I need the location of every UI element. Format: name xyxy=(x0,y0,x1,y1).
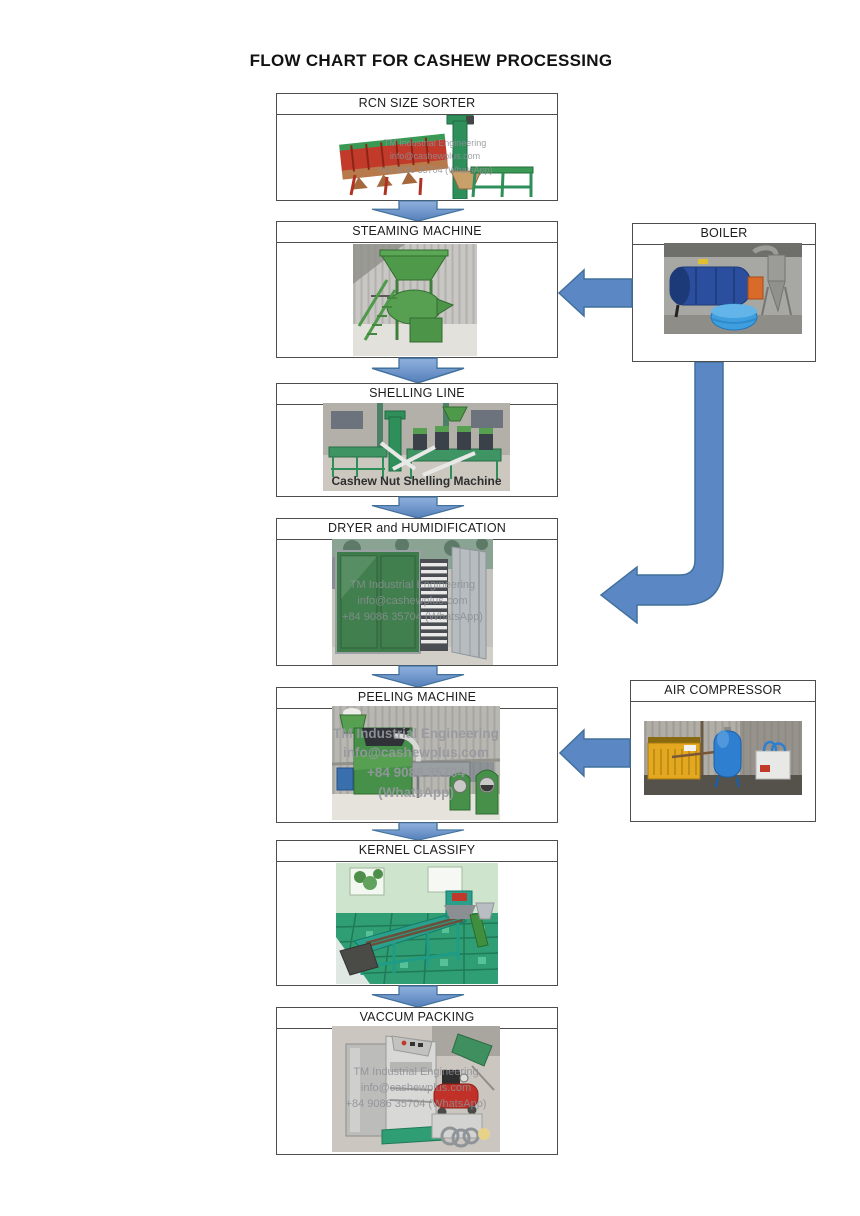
shelling-caption: Cashew Nut Shelling Machine xyxy=(331,474,502,488)
stairs xyxy=(357,279,397,341)
steaming-machine-photo xyxy=(353,244,477,356)
step-title-kernel-classify: KERNEL CLASSIFY xyxy=(277,841,557,862)
grading-table xyxy=(353,912,468,975)
side-box-boiler: BOILER xyxy=(632,223,816,362)
sorter-drum xyxy=(339,133,449,190)
step-box-vaccum-packing: VACCUM PACKING xyxy=(276,1007,558,1155)
green-rack xyxy=(451,1033,493,1067)
screw-compressor xyxy=(647,737,701,780)
shelling-line-photo: Cashew Nut Shelling Machine xyxy=(323,403,510,491)
air-compressor-photo xyxy=(644,721,802,795)
peeling-machine-photo: TM Industrial Engineering info@cashewplu… xyxy=(332,706,500,820)
air-dryer-unit xyxy=(755,740,791,780)
vaccum-packing-illustration xyxy=(332,1026,500,1152)
down-arrow-4 xyxy=(371,665,465,688)
left-table xyxy=(328,446,388,477)
left-window xyxy=(349,867,385,896)
kernel-classify-illustration xyxy=(336,863,498,984)
vaccum-packing-photo: TM Industrial Engineering info@cashewplu… xyxy=(332,1026,500,1152)
side-panel xyxy=(345,1043,387,1137)
cyclone xyxy=(752,245,792,316)
rcn-size-sorter-photo: TM Industrial Engineering info@cashewplu… xyxy=(335,115,535,199)
down-arrow-5 xyxy=(371,822,465,841)
sorter-legs xyxy=(349,174,423,196)
compressor-to-peeling-arrow xyxy=(558,728,631,778)
step-title-dryer-humidification: DRYER and HUMIDIFICATION xyxy=(277,519,557,540)
dryer-illustration xyxy=(332,539,493,665)
page-title: FLOW CHART FOR CASHEW PROCESSING xyxy=(249,51,613,70)
down-arrow-1 xyxy=(371,200,465,222)
steaming-machine-illustration xyxy=(353,244,477,356)
down-arrow-2 xyxy=(371,357,465,384)
discharge-chute xyxy=(339,942,379,976)
step-title-rcn-size-sorter: RCN SIZE SORTER xyxy=(277,94,557,115)
red-compressor xyxy=(433,1070,479,1117)
boiler-photo xyxy=(664,243,802,334)
down-arrow-3 xyxy=(371,496,465,519)
blue-bin xyxy=(336,767,354,791)
boiler-shell xyxy=(669,266,751,318)
dryer-cabinet xyxy=(335,550,421,654)
tray-stack xyxy=(420,559,448,651)
step-box-dryer-humidification: DRYER and HUMIDIFICATION xyxy=(276,518,558,666)
main-body xyxy=(353,727,413,795)
pedestal-stands xyxy=(449,769,499,815)
step-box-rcn-size-sorter: RCN SIZE SORTER xyxy=(276,93,558,201)
side-title-air-compressor: AIR COMPRESSOR xyxy=(631,681,815,702)
air-tank xyxy=(713,727,742,788)
vacuum-machine-body xyxy=(381,1035,445,1145)
step-title-steaming-machine: STEAMING MACHINE xyxy=(277,222,557,243)
step-box-peeling-machine: PEELING MACHINE xyxy=(276,687,558,823)
right-window xyxy=(427,866,463,893)
air-compressor-illustration xyxy=(644,721,802,795)
floor xyxy=(644,775,802,795)
down-arrow-6 xyxy=(371,985,465,1008)
step-box-steaming-machine: STEAMING MACHINE xyxy=(276,221,558,358)
lower-cabinet xyxy=(409,317,443,343)
peeling-machine-illustration xyxy=(332,706,500,820)
floor xyxy=(332,794,500,820)
shelling-line-illustration xyxy=(323,403,510,491)
dryer-photo: TM Industrial Engineering info@cashewplu… xyxy=(332,539,493,665)
open-galvanized-door xyxy=(451,546,487,660)
boiler-to-dryer-bent-arrow xyxy=(599,362,724,624)
shelling-units xyxy=(406,426,502,479)
boiler-to-steaming-arrow xyxy=(557,268,633,318)
blue-tub xyxy=(710,303,758,331)
yellow-item xyxy=(478,1128,490,1140)
rcn-sorter-illustration xyxy=(339,115,534,199)
valve xyxy=(698,259,708,264)
step-title-shelling-line: SHELLING LINE xyxy=(277,384,557,405)
kernel-classify-photo xyxy=(336,863,498,984)
step-box-shelling-line: SHELLING LINE xyxy=(276,383,558,497)
boiler-illustration xyxy=(664,243,802,334)
feed-hopper xyxy=(442,406,468,422)
feed-end xyxy=(444,890,495,948)
pipes xyxy=(379,441,476,477)
drum-cone xyxy=(436,298,455,316)
outfeed-table xyxy=(470,166,534,198)
burner xyxy=(747,276,764,300)
steam-hopper xyxy=(379,249,449,281)
side-title-boiler: BOILER xyxy=(633,224,815,245)
hose-coil xyxy=(440,1126,480,1148)
side-box-air-compressor: AIR COMPRESSOR xyxy=(630,680,816,822)
step-box-kernel-classify: KERNEL CLASSIFY xyxy=(276,840,558,986)
